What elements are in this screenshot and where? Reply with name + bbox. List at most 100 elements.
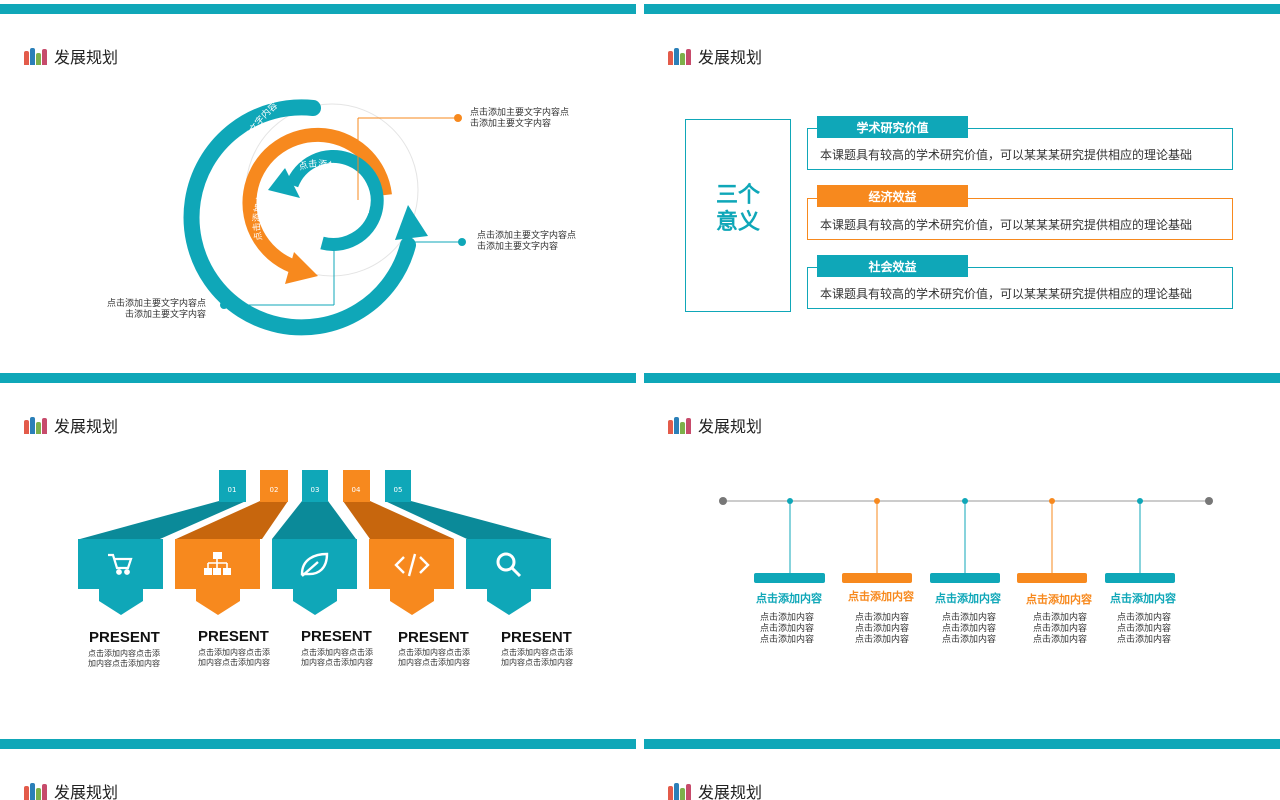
tab-1 [219, 470, 246, 502]
meaning-heading-box: 三个 意义 [685, 119, 791, 312]
ribbon-fold-2 [176, 501, 288, 539]
slide-top-bar [644, 373, 1280, 383]
ribbon-fold-4 [343, 501, 454, 539]
timeline-heading-5: 点击添加内容 [1110, 592, 1176, 605]
slide-4-timeline[interactable]: 发展规划 点击添加内容 点击添加内容 点击添加内容 点击添加内容 点击添加内容 … [644, 369, 1280, 734]
people-icon [668, 782, 692, 800]
ribbon-fold-1 [80, 501, 246, 539]
tab-label-2: 02 [270, 486, 279, 494]
slide-title: 发展规划 [668, 413, 762, 437]
ribbon-fold-5 [385, 501, 552, 539]
tab-label-4: 04 [352, 486, 361, 494]
tab-label-5: 05 [394, 486, 403, 494]
meaning-row-3: 本课题具有较高的学术研究价值，可以某某某研究提供相应的理论基础 [807, 267, 1233, 309]
slide-top-bar [644, 4, 1280, 14]
slide-title-text: 发展规划 [54, 417, 119, 436]
meaning-row-1: 本课题具有较高的学术研究价值，可以某某某研究提供相应的理论基础 [807, 128, 1233, 170]
timeline-heading-2: 点击添加内容 [848, 590, 914, 603]
slide-top-bar [644, 739, 1280, 749]
timeline-body-1: 点击添加内容点击添加内容点击添加内容 [759, 613, 814, 645]
middle-arrow-head [285, 252, 318, 284]
panel-3 [272, 539, 357, 615]
circular-diagram: 点击添加主要文字内容 点击添加主要文字内容 点击添加主要文字内容 [183, 99, 466, 336]
slide-title-text: 发展规划 [54, 783, 119, 800]
slide-title-text: 发展规划 [698, 783, 763, 800]
timeline-heading-3: 点击添加内容 [935, 592, 1001, 605]
callout-text-top: 点击添加主要文字内容点 击添加主要文字内容 [470, 108, 570, 129]
slide-5-partial[interactable]: 发展规划 [0, 735, 636, 800]
timeline-diagram [719, 497, 1213, 574]
meaning-row-text: 本课题具有较高的学术研究价值，可以某某某研究提供相应的理论基础 [820, 147, 1193, 162]
timeline-node-1 [787, 498, 793, 504]
present-title-4: PRESENT [398, 629, 469, 646]
timeline-bar-2 [842, 573, 912, 583]
meaning-label-3: 社会效益 [817, 255, 968, 277]
slide-1-circular[interactable]: 发展规划 点击添加主要文字内容 点击添加主要文字内容 点击添加主要文字内容 [0, 0, 636, 365]
slide-title-text: 发展规划 [54, 48, 119, 67]
slide-top-bar [0, 373, 636, 383]
people-icon [24, 47, 48, 65]
panel-4 [369, 539, 454, 615]
people-icon [24, 416, 48, 434]
present-text-5: 点击添加内容点击添加内容点击添加内容 [501, 648, 573, 667]
code-icon [394, 553, 430, 577]
tab-label-3: 03 [311, 486, 320, 494]
sitemap-icon [204, 552, 231, 575]
slide-title-text: 发展规划 [698, 48, 763, 67]
meaning-heading: 三个 意义 [715, 183, 760, 235]
timeline-bar-5 [1105, 573, 1175, 583]
tab-5 [385, 470, 411, 502]
callout-text-left: 点击添加主要文字内容点 击添加主要文字内容 [107, 299, 207, 320]
timeline-body-4: 点击添加内容点击添加内容点击添加内容 [1032, 613, 1087, 645]
timeline-start-dot [719, 497, 727, 505]
panel-5 [466, 539, 551, 615]
timeline-node-4 [1049, 498, 1055, 504]
timeline-body-2: 点击添加内容点击添加内容点击添加内容 [854, 613, 909, 645]
tab-4 [343, 470, 370, 502]
present-title-3: PRESENT [301, 628, 372, 645]
present-title-1: PRESENT [89, 629, 160, 646]
slide-3-present-ribbons[interactable]: 发展规划 01 02 03 04 05 [0, 369, 636, 734]
present-text-3: 点击添加内容点击添加内容点击添加内容 [301, 648, 373, 667]
slide-6-partial[interactable]: 发展规划 [644, 735, 1280, 800]
timeline-bar-4 [1017, 573, 1087, 583]
present-title-2: PRESENT [198, 628, 269, 645]
meaning-row-text: 本课题具有较高的学术研究价值，可以某某某研究提供相应的理论基础 [820, 286, 1193, 301]
meaning-row-2: 本课题具有较高的学术研究价值，可以某某某研究提供相应的理论基础 [807, 198, 1233, 240]
present-text-4: 点击添加内容点击添加内容点击添加内容 [398, 648, 470, 667]
slide-title-text: 发展规划 [698, 417, 763, 436]
present-title-5: PRESENT [501, 629, 572, 646]
people-icon [668, 416, 692, 434]
timeline-body-3: 点击添加内容点击添加内容点击添加内容 [941, 613, 996, 645]
timeline-body-5: 点击添加内容点击添加内容点击添加内容 [1116, 613, 1171, 645]
callout-dot-right [458, 238, 466, 246]
inner-arrow-head [268, 168, 300, 198]
slide-title: 发展规划 [668, 44, 762, 68]
slide-2-three-meanings[interactable]: 发展规划 三个 意义 本课题具有较高的学术研究价值，可以某某某研究提供相应的理论… [644, 0, 1280, 365]
slide-top-bar [0, 4, 636, 14]
meaning-label-2: 经济效益 [817, 185, 968, 207]
timeline-heading-4: 点击添加内容 [1026, 593, 1092, 606]
ribbon-diagram: 01 02 03 04 05 [78, 470, 552, 615]
present-text-2: 点击添加内容点击添加内容点击添加内容 [198, 648, 270, 667]
present-text-1: 点击添加内容点击添加内容点击添加内容 [88, 649, 160, 668]
inner-teal-arc [285, 149, 384, 251]
callout-dot-top [454, 114, 462, 122]
timeline-bar-3 [930, 573, 1000, 583]
outer-teal-arc [183, 99, 416, 336]
panel-1 [78, 539, 163, 615]
meaning-label-1: 学术研究价值 [817, 116, 968, 138]
ribbon-fold-3 [272, 501, 356, 539]
timeline-node-5 [1137, 498, 1143, 504]
timeline-heading-1: 点击添加内容 [756, 592, 822, 605]
middle-orange-arc [242, 127, 392, 275]
tab-2 [260, 470, 288, 502]
people-icon [24, 782, 48, 800]
outer-arrow-head [395, 205, 428, 240]
slide-title: 发展规划 [24, 413, 118, 437]
meaning-row-text: 本课题具有较高的学术研究价值，可以某某某研究提供相应的理论基础 [820, 217, 1193, 232]
tab-3 [302, 470, 328, 502]
tab-label-1: 01 [228, 486, 237, 494]
search-icon [496, 552, 522, 578]
timeline-node-2 [874, 498, 880, 504]
